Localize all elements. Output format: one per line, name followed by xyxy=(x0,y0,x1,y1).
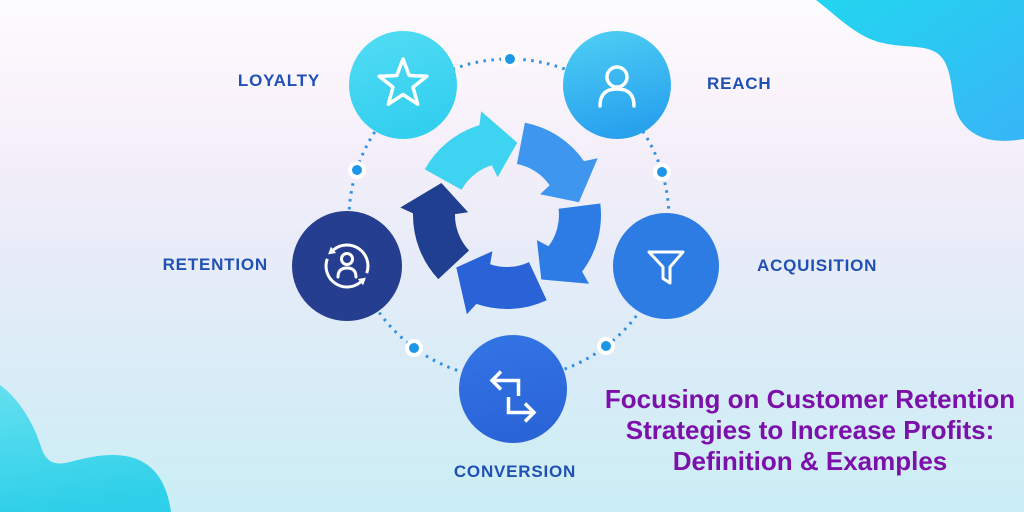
star-icon xyxy=(377,57,429,106)
cycle-arrow-3 xyxy=(536,203,602,284)
connector-dot xyxy=(653,163,671,181)
node-acquisition xyxy=(613,213,719,319)
person-icon xyxy=(598,65,636,108)
banner-title: Focusing on Customer Retention Strategie… xyxy=(595,384,1024,477)
funnel-icon xyxy=(647,250,685,285)
connector-dot xyxy=(597,337,615,355)
ring-connector-dots xyxy=(348,50,671,357)
cycle-arrow-4 xyxy=(456,251,547,315)
node-label-retention: RETENTION xyxy=(162,255,268,274)
cycle-arrow-5 xyxy=(400,183,469,280)
connector-dot xyxy=(348,161,366,179)
connector-dot xyxy=(501,50,519,68)
node-loyalty xyxy=(349,31,457,139)
connector-dot xyxy=(405,339,423,357)
swap-arrows-icon xyxy=(489,370,537,423)
node-label-reach: REACH xyxy=(707,74,772,93)
cycle-arrows xyxy=(400,111,602,315)
node-reach xyxy=(563,31,671,139)
corner-blob-top-right xyxy=(816,0,1024,141)
node-label-acquisition: ACQUISITION xyxy=(757,256,878,275)
node-label-loyalty: LOYALTY xyxy=(237,71,320,90)
node-retention xyxy=(292,211,402,321)
node-label-conversion: CONVERSION xyxy=(453,462,577,481)
node-conversion xyxy=(459,335,567,443)
cycle-arrow-2 xyxy=(516,122,598,203)
cycle-arrow-1 xyxy=(424,111,518,190)
banner-title-line: Focusing on Customer Retention xyxy=(604,384,1016,414)
banner-title-line: Strategies to Increase Profits: xyxy=(625,415,995,445)
corner-blob-bottom-left xyxy=(0,385,171,512)
banner-title-line: Definition & Examples xyxy=(672,446,948,476)
person-refresh-icon xyxy=(324,243,370,289)
